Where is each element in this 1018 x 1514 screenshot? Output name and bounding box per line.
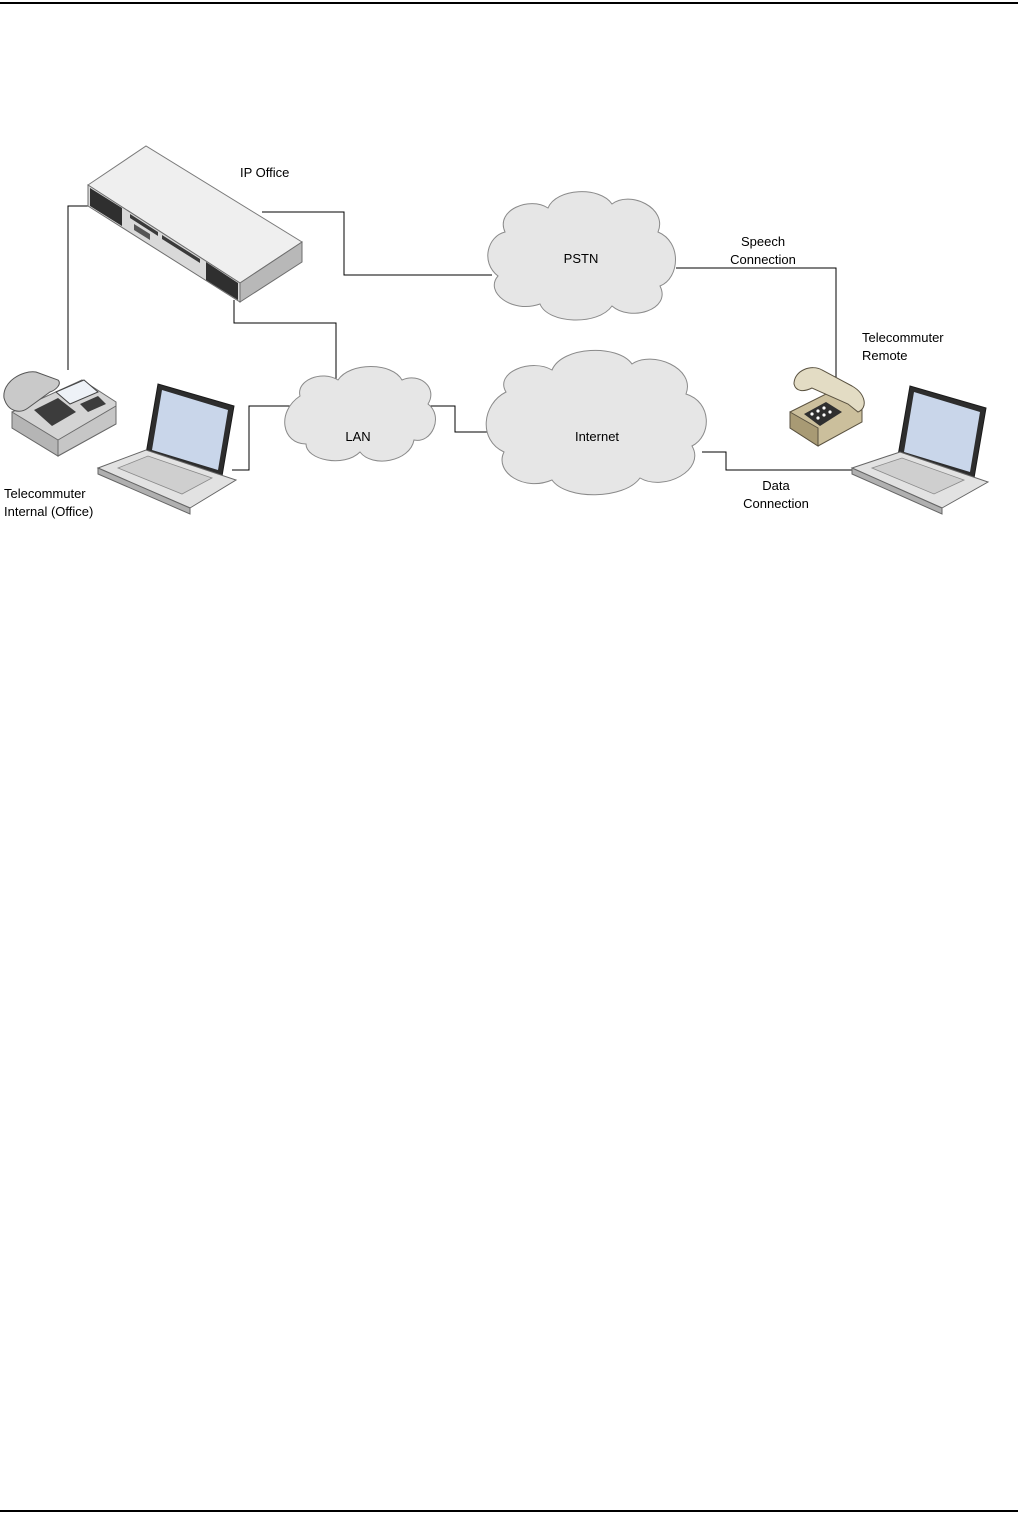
cloud-icon <box>485 349 707 496</box>
speech-connection-label-line1: Speech <box>741 234 785 249</box>
lan-label: LAN <box>345 429 370 444</box>
telecommuter-remote-label-line2: Remote <box>862 348 908 363</box>
telecommuter-internal-label-line1: Telecommuter <box>4 486 86 501</box>
telecommuter-internal-label-line2: Internal (Office) <box>4 504 93 519</box>
link-laptop-lan <box>232 405 296 471</box>
bottom-page-rule <box>0 1510 1018 1512</box>
network-diagram: PSTN LAN Internet IP Office <box>3 145 990 519</box>
lan-cloud: LAN <box>284 366 436 462</box>
remote-laptop <box>850 385 990 515</box>
internet-label: Internet <box>575 429 619 444</box>
speech-connection-label-line2: Connection <box>730 252 796 267</box>
desk-phone-icon <box>3 371 117 457</box>
link-ipoffice-pstn <box>262 211 492 276</box>
cloud-icon <box>284 366 436 462</box>
telecommuter-remote-label-line1: Telecommuter <box>862 330 944 345</box>
rotary-phone-icon <box>789 367 865 447</box>
link-pstn-remote-phone <box>676 267 837 382</box>
connections <box>67 205 862 471</box>
data-connection-label-line1: Data <box>762 478 790 493</box>
data-connection-label-line2: Connection <box>743 496 809 511</box>
internet-cloud: Internet <box>485 349 707 496</box>
top-page-rule <box>0 2 1018 4</box>
pstn-label: PSTN <box>564 251 599 266</box>
pstn-cloud: PSTN <box>487 191 676 321</box>
internal-desk-phone <box>3 371 117 457</box>
cloud-icon <box>487 191 676 321</box>
ip-office-label: IP Office <box>240 165 289 180</box>
server-icon <box>87 145 303 303</box>
remote-rotary-phone <box>789 367 865 447</box>
link-ipoffice-deskphone <box>67 205 90 370</box>
link-internet-remote-laptop <box>702 451 862 471</box>
diagram-labels: Speech Connection Telecommuter Remote Te… <box>4 234 944 519</box>
ip-office-unit: IP Office <box>87 145 303 303</box>
link-ipoffice-lan <box>233 300 337 385</box>
link-lan-internet <box>424 405 494 433</box>
internal-laptop <box>96 383 238 515</box>
laptop-icon <box>850 385 990 515</box>
laptop-icon <box>96 383 238 515</box>
